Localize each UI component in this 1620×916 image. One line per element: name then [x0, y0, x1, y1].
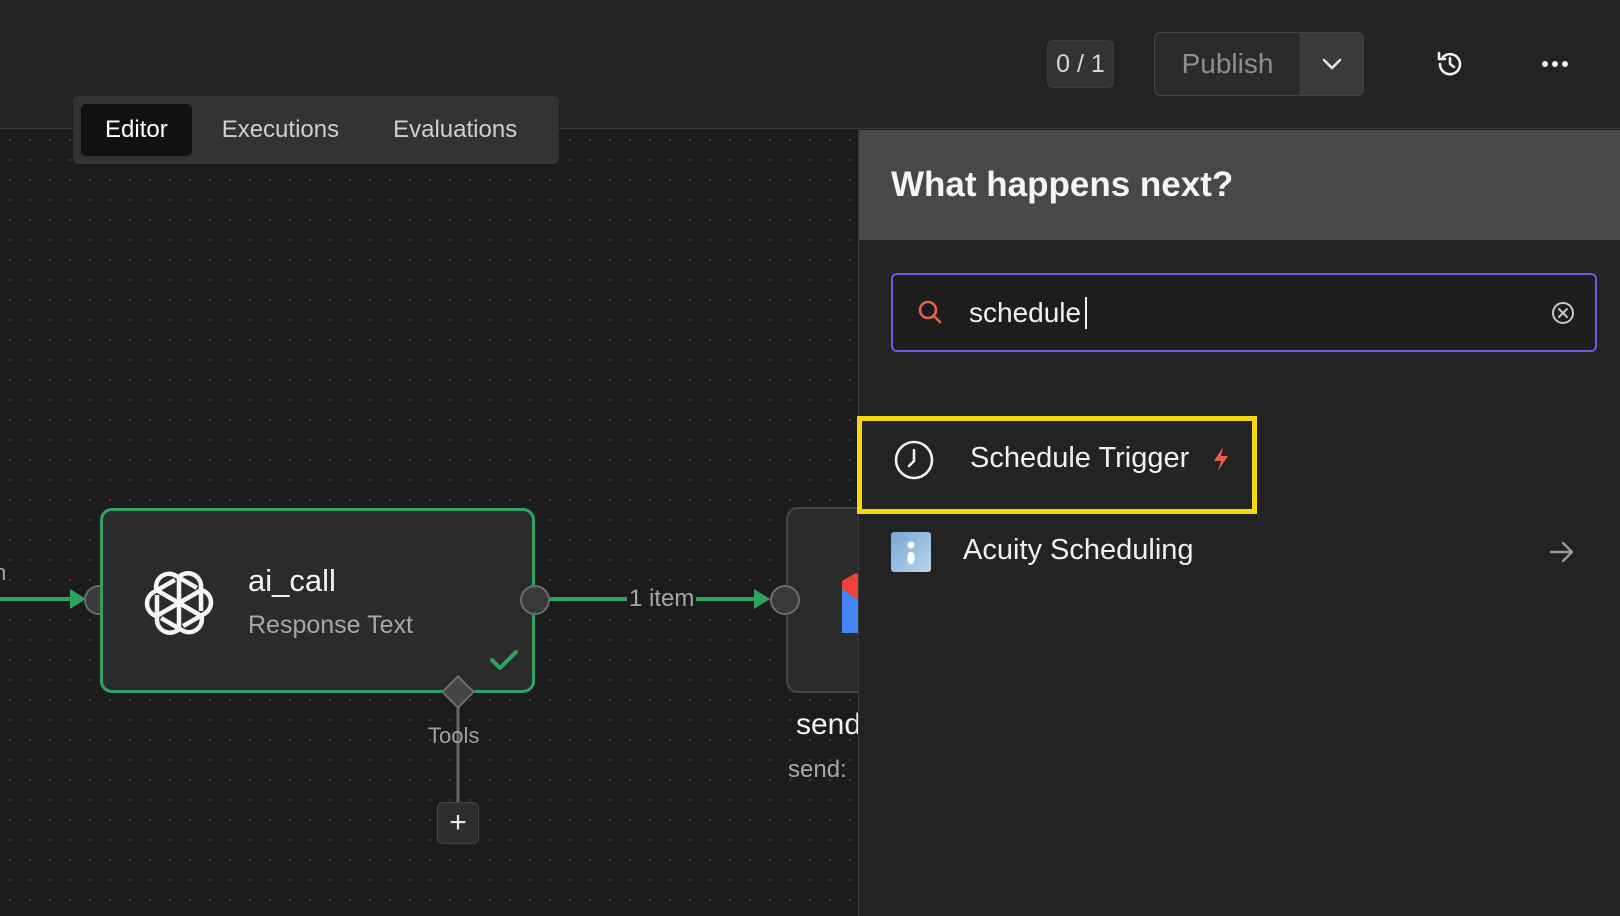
tab-evaluations[interactable]: Evaluations: [393, 116, 518, 143]
panel-header: What happens next?: [859, 130, 1620, 240]
publish-dropdown-button[interactable]: [1300, 33, 1363, 95]
search-icon: [918, 300, 942, 324]
tools-label: Tools: [428, 723, 480, 748]
result-label: Schedule Trigger: [970, 442, 1190, 474]
search-field[interactable]: schedule: [891, 273, 1597, 352]
execution-counter: 0 / 1: [1047, 40, 1114, 88]
acuity-logo-icon: [891, 532, 931, 572]
edge-item-count: 1 item: [627, 585, 697, 613]
check-icon: [490, 650, 518, 670]
result-label: Acuity Scheduling: [963, 534, 1194, 566]
history-button[interactable]: [1430, 44, 1470, 84]
clear-search-icon[interactable]: [1551, 301, 1575, 325]
publish-group: Publish: [1154, 32, 1364, 96]
send-node-input-port[interactable]: [770, 585, 800, 615]
result-acuity-scheduling[interactable]: Acuity Scheduling: [859, 510, 1620, 594]
search-input-value: schedule: [969, 296, 1082, 328]
search-input[interactable]: schedule: [969, 275, 1529, 350]
node-creator-panel: What happens next? schedule Schedule Tri…: [857, 130, 1620, 916]
arrow-right-icon: [1549, 541, 1574, 563]
publish-button[interactable]: Publish: [1181, 48, 1274, 79]
node-subtitle: Response Text: [248, 611, 413, 639]
node-output-port[interactable]: [520, 585, 550, 615]
result-schedule-trigger[interactable]: Schedule Trigger: [859, 418, 1620, 502]
text-caret: [1085, 296, 1088, 329]
panel-title: What happens next?: [891, 165, 1234, 204]
tab-editor[interactable]: Editor: [81, 104, 192, 156]
history-icon: [1437, 51, 1462, 76]
gmail-logo-icon: [842, 573, 862, 633]
node-title: ai_call: [248, 563, 336, 598]
ai-call-node[interactable]: ai_call Response Text: [100, 508, 535, 693]
incoming-edge-label: n: [0, 560, 7, 585]
more-options-button[interactable]: [1535, 44, 1575, 84]
more-horizontal-icon: [1542, 61, 1568, 67]
add-tool-button[interactable]: +: [437, 802, 479, 844]
openai-icon: [144, 571, 214, 635]
trigger-bolt-icon: [1214, 447, 1228, 471]
view-tabs: Editor Executions Evaluations: [73, 96, 559, 164]
send-node-title: send: [796, 708, 862, 741]
chevron-down-icon: [1322, 58, 1342, 70]
tab-executions[interactable]: Executions: [221, 116, 340, 143]
send-node-subtitle: send:: [788, 756, 847, 783]
clock-icon: [894, 440, 934, 480]
